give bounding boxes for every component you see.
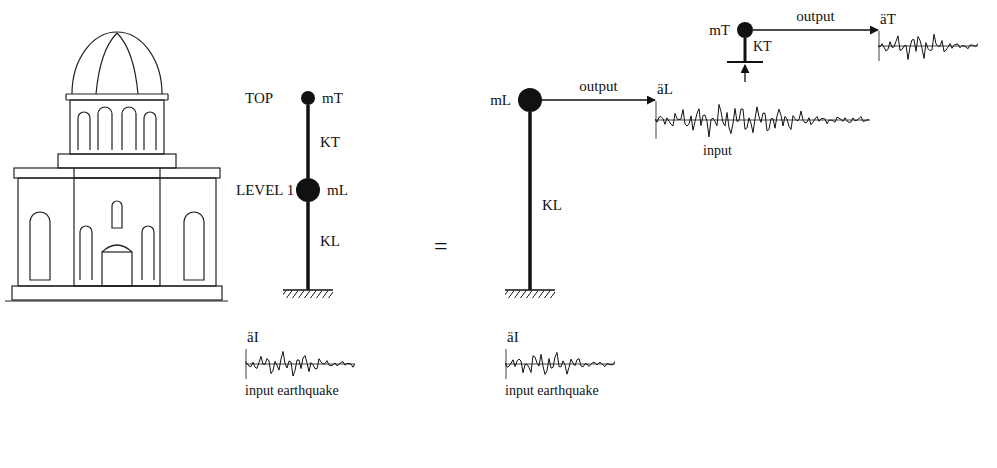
mass-label: mT [322, 90, 343, 107]
mass-node: mT [737, 22, 753, 38]
signal-trace [878, 28, 978, 64]
signal-trace [245, 346, 355, 382]
left-model-base [283, 202, 333, 298]
equals-sign: = [434, 232, 448, 260]
signal-name: äT [878, 10, 978, 28]
signal-plot: äI input earthquake [245, 328, 355, 399]
signal-trace [505, 346, 615, 382]
stiffness-label: KT [753, 38, 772, 56]
signal-caption: input [655, 142, 870, 159]
signal-plot: äI input earthquake [505, 328, 615, 399]
mass-circle [737, 22, 753, 38]
mass-label: mT [709, 22, 730, 39]
signal-caption: input earthquake [505, 382, 615, 399]
mass-circle [301, 91, 315, 105]
mass-label: mL [490, 92, 511, 109]
signal-name: äL [655, 80, 870, 98]
edge-label: output [794, 7, 836, 25]
signal-plot: äT [878, 10, 978, 64]
church-drawing [5, 32, 228, 301]
mass-circle [296, 178, 320, 202]
mass-node: mT [301, 91, 315, 105]
edge-label: KT [318, 133, 342, 151]
signal-plot: äL input [655, 80, 870, 159]
output-arrow [753, 29, 878, 30]
output-arrow [542, 99, 655, 100]
mass-label: mL [327, 182, 348, 199]
spring-column [306, 105, 310, 178]
edge-label: output [577, 77, 619, 95]
signal-name: äI [505, 328, 615, 346]
signal-name: äI [245, 328, 355, 346]
level-name: TOP [245, 89, 273, 108]
signal-caption: input earthquake [245, 382, 355, 399]
mass-node: mL [296, 178, 320, 202]
stiffness-label: KL [320, 232, 340, 251]
mass-circle [518, 88, 542, 112]
level-name: LEVEL 1 [236, 181, 294, 200]
stiffness-label: KL [542, 196, 562, 215]
mass-node: mL [518, 88, 542, 112]
signal-trace [655, 98, 870, 142]
